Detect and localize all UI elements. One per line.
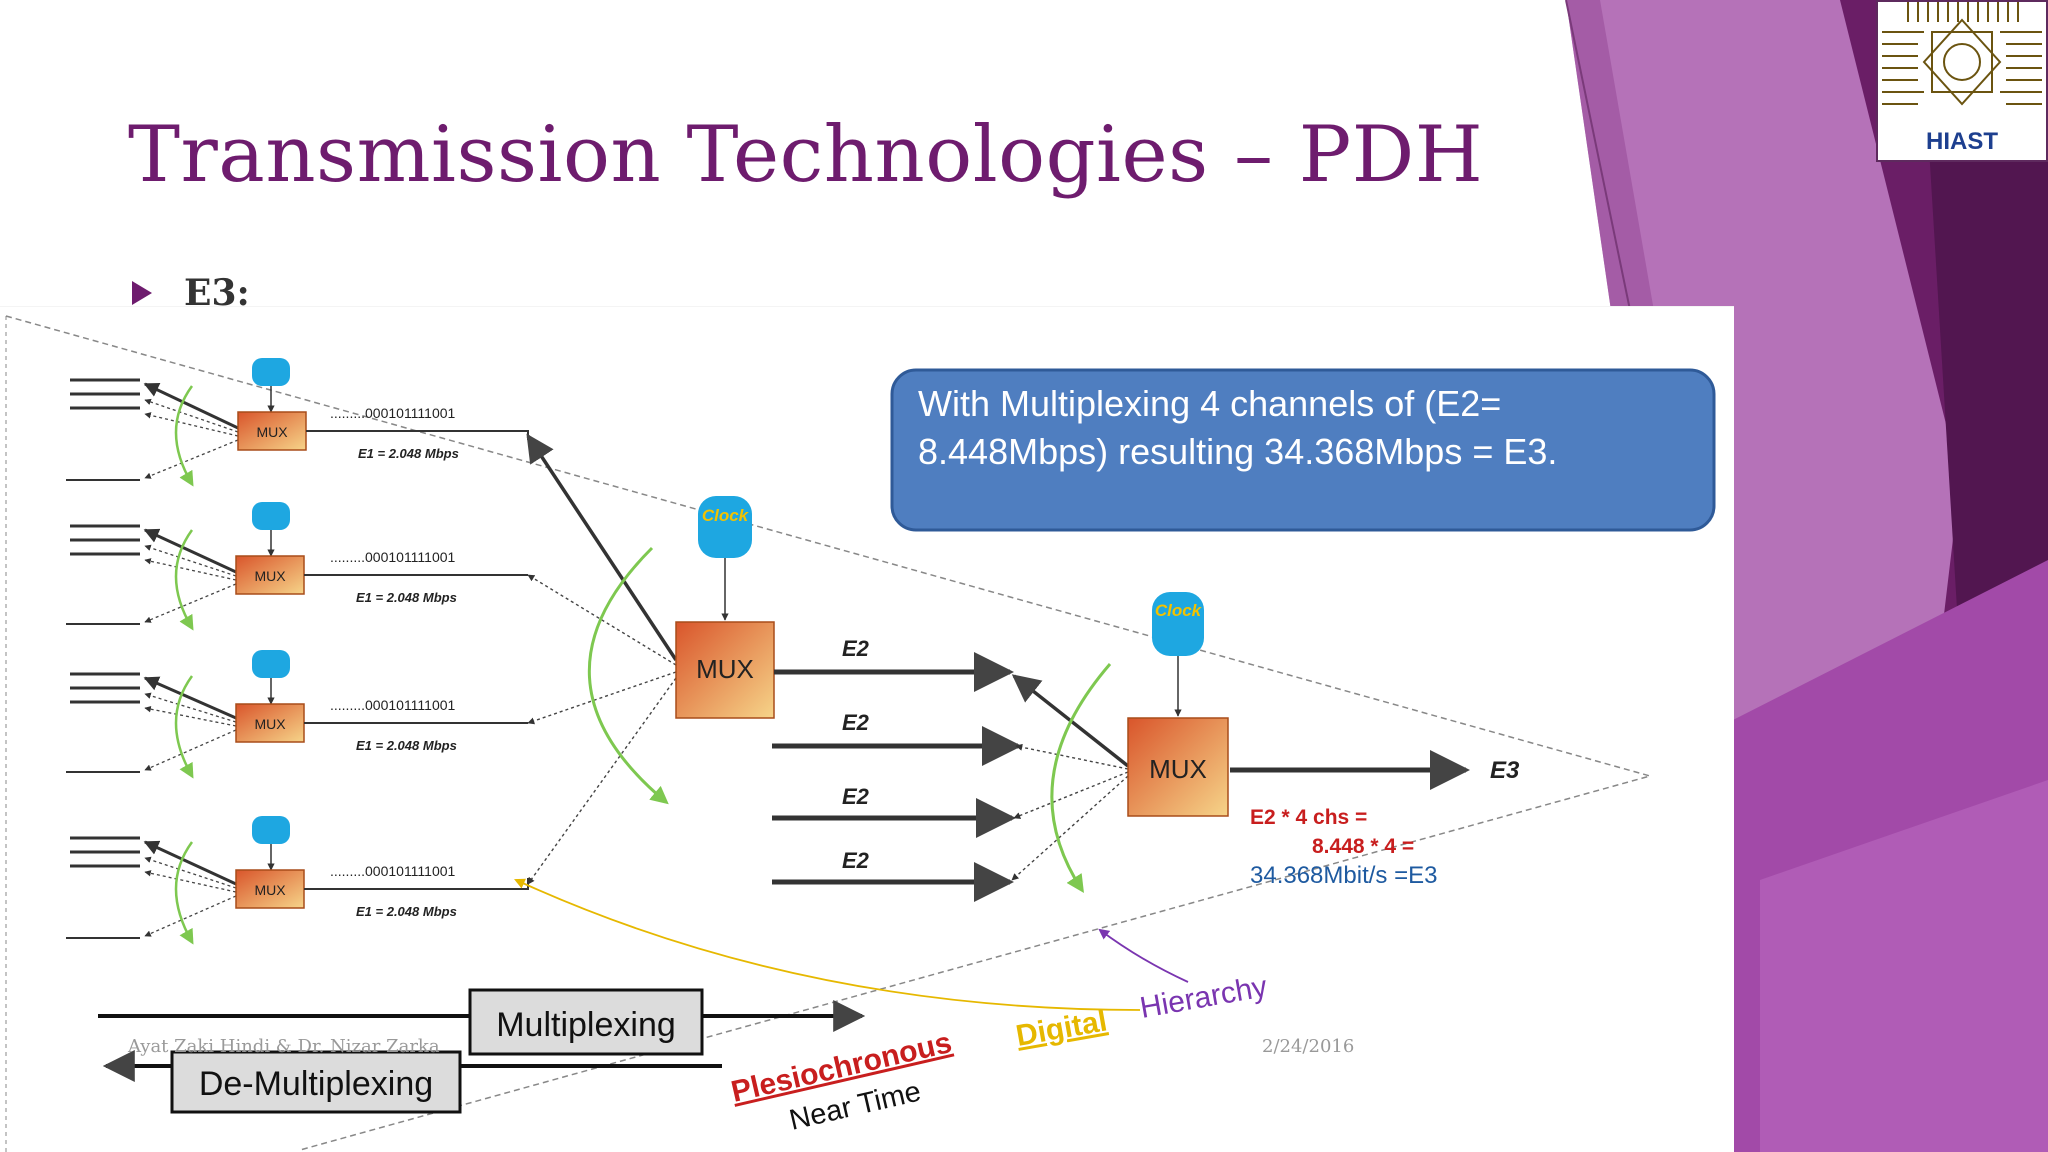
callout-line-2: 8.448Mbps) resulting 34.368Mbps = E3. xyxy=(918,431,1557,472)
clock-icon xyxy=(252,502,290,530)
bitstream-label: .........000101111001 xyxy=(330,549,456,565)
e2-label: E2 xyxy=(842,710,870,735)
demultiplexing-box xyxy=(170,1050,462,1114)
e1-rate-label: E1 = 2.048 Mbps xyxy=(358,446,459,461)
slide-title: Transmission Technologies – PDH xyxy=(128,110,1484,200)
mux-e1 xyxy=(235,555,305,595)
formula-line-2: 8.448 * 4 = xyxy=(1312,835,1414,858)
clock-icon xyxy=(252,816,290,844)
bitstream-label: .........000101111001 xyxy=(330,863,456,879)
clock-label: Clock xyxy=(1155,601,1203,620)
mux-label: MUX xyxy=(1149,754,1207,784)
clock-label: Clock xyxy=(702,506,750,525)
mux-label: MUX xyxy=(254,716,286,732)
e2-label: E2 xyxy=(842,784,870,809)
bullet-arrow-icon xyxy=(132,281,152,305)
mux-e3 xyxy=(1127,717,1229,817)
mux-e3-stage: Clock MUX xyxy=(1127,592,1229,817)
callout-box: With Multiplexing 4 channels of (E2= 8.4… xyxy=(890,368,1716,532)
bitstream-label: .........000101111001 xyxy=(330,697,456,713)
clock-icon xyxy=(698,496,752,558)
e1-rate-label: E1 = 2.048 Mbps xyxy=(356,738,457,753)
mux-e2-stage: Clock MUX xyxy=(675,496,775,719)
e1-group-3: MUX .........000101111001 E1 = 2.048 Mbp… xyxy=(66,650,528,779)
mux-label: MUX xyxy=(254,568,286,584)
chip-icon xyxy=(1882,2,2042,106)
hiast-logo: HIAST xyxy=(1876,0,2048,162)
pdh-diagram: MUX .........000101111001 E1 = 2.048 Mbp… xyxy=(0,306,1734,1152)
e3-label: E3 xyxy=(1490,757,1520,784)
formula-line-1: E2 * 4 chs = xyxy=(1250,806,1367,829)
e1-group-4: MUX .........000101111001 E1 = 2.048 Mbp… xyxy=(66,816,529,945)
e2-label: E2 xyxy=(842,848,870,873)
mux-label: MUX xyxy=(696,654,754,684)
e1-rate-label: E1 = 2.048 Mbps xyxy=(356,590,457,605)
clock-icon xyxy=(252,358,290,386)
e1-rate-label: E1 = 2.048 Mbps xyxy=(356,904,457,919)
mux-e2 xyxy=(675,621,775,719)
formula-line-3: 34.368Mbit/s =E3 xyxy=(1250,862,1437,889)
multiplexing-label: Multiplexing xyxy=(496,1006,676,1044)
e1-group-1: MUX .........000101111001 E1 = 2.048 Mbp… xyxy=(66,358,529,487)
multiplexing-box xyxy=(468,988,704,1056)
bitstream-label: .........000101111001 xyxy=(330,405,456,421)
demultiplexing-label: De-Multiplexing xyxy=(199,1065,433,1103)
mux-e1 xyxy=(235,703,305,743)
mux-label: MUX xyxy=(254,882,286,898)
clock-icon xyxy=(1152,592,1204,656)
mux-label: MUX xyxy=(256,424,288,440)
logo-label: HIAST xyxy=(1926,128,1998,155)
footer-author: Ayat Zaki Hindi & Dr. Nizar Zarka xyxy=(128,1036,440,1057)
callout-line-1: With Multiplexing 4 channels of (E2= xyxy=(918,383,1501,424)
e2-label: E2 xyxy=(842,636,870,661)
footer-date: 2/24/2016 xyxy=(1262,1036,1355,1057)
mux-e1 xyxy=(237,411,307,451)
clock-icon xyxy=(252,650,290,678)
e1-group-2: MUX .........000101111001 E1 = 2.048 Mbp… xyxy=(66,502,528,631)
